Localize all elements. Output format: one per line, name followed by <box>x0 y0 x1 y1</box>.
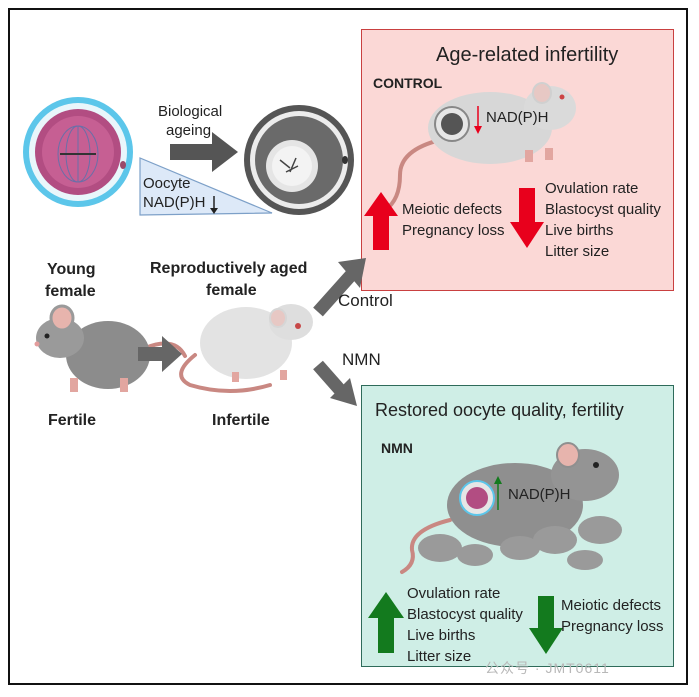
aged-mouse-icon <box>179 304 313 393</box>
aged-female-label: female <box>206 282 257 299</box>
control-branch-label: Control <box>338 291 393 310</box>
nmn-pups-icon <box>418 516 622 570</box>
aged-oocyte-icon <box>244 105 354 215</box>
nmn-branch-arrow <box>313 360 357 406</box>
control-group-label: CONTROL <box>373 75 443 91</box>
ageing-label: ageing <box>166 122 212 139</box>
young-label: Young <box>47 261 96 278</box>
nmn-decreased-2: Pregnancy loss <box>561 618 664 635</box>
young-mouse-icon <box>34 304 187 392</box>
nmn-group-label: NMN <box>381 440 413 456</box>
control-panel-title: Age-related infertility <box>436 44 619 66</box>
control-down-arrow-icon <box>510 188 544 248</box>
nmn-up-arrow-icon <box>368 592 404 653</box>
decrease-triangle <box>139 157 273 216</box>
control-decreased-1: Ovulation rate <box>545 180 639 197</box>
control-branch-arrow <box>313 258 366 317</box>
figure-frame <box>8 8 688 685</box>
young-oocyte-icon <box>23 97 133 207</box>
oocyte-label: Oocyte <box>143 175 191 192</box>
nmn-decreased-1: Meiotic defects <box>561 597 662 614</box>
ageing-arrow <box>170 132 238 172</box>
nmn-branch-label: NMN <box>342 350 381 369</box>
control-decreased-3: Live births <box>545 222 614 239</box>
control-increased-2: Pregnancy loss <box>402 222 505 239</box>
young-to-aged-arrow <box>138 336 182 372</box>
nmn-increased-3: Live births <box>407 627 476 644</box>
oocyte-nadph-down-arrow <box>210 196 218 214</box>
young-female-label: female <box>45 283 96 300</box>
control-increased-1: Meiotic defects <box>402 201 503 218</box>
control-decreased-2: Blastocyst quality <box>545 201 661 218</box>
fertile-label: Fertile <box>48 412 97 429</box>
infertile-label: Infertile <box>212 412 270 429</box>
biological-label: Biological <box>158 103 223 120</box>
control-panel <box>361 29 674 291</box>
control-up-arrow-icon <box>364 192 398 250</box>
control-mouse-icon <box>383 82 576 212</box>
control-nadph-label: NAD(P)H <box>486 109 549 126</box>
aged-label: Reproductively aged <box>150 260 308 277</box>
watermark: 公众号 · JMT0611 <box>485 660 610 676</box>
nmn-panel-title: Restored oocyte quality, fertility <box>375 400 624 420</box>
nmn-increased-4: Litter size <box>407 648 472 665</box>
nmn-mother-mouse-icon <box>400 442 619 574</box>
nmn-increased-1: Ovulation rate <box>407 585 501 602</box>
control-decreased-4: Litter size <box>545 243 610 260</box>
oocyte-nadph-label: NAD(P)H <box>143 194 206 211</box>
nmn-down-arrow-icon <box>529 596 563 654</box>
nmn-nadph-label: NAD(P)H <box>508 486 571 503</box>
nmn-increased-2: Blastocyst quality <box>407 606 523 623</box>
